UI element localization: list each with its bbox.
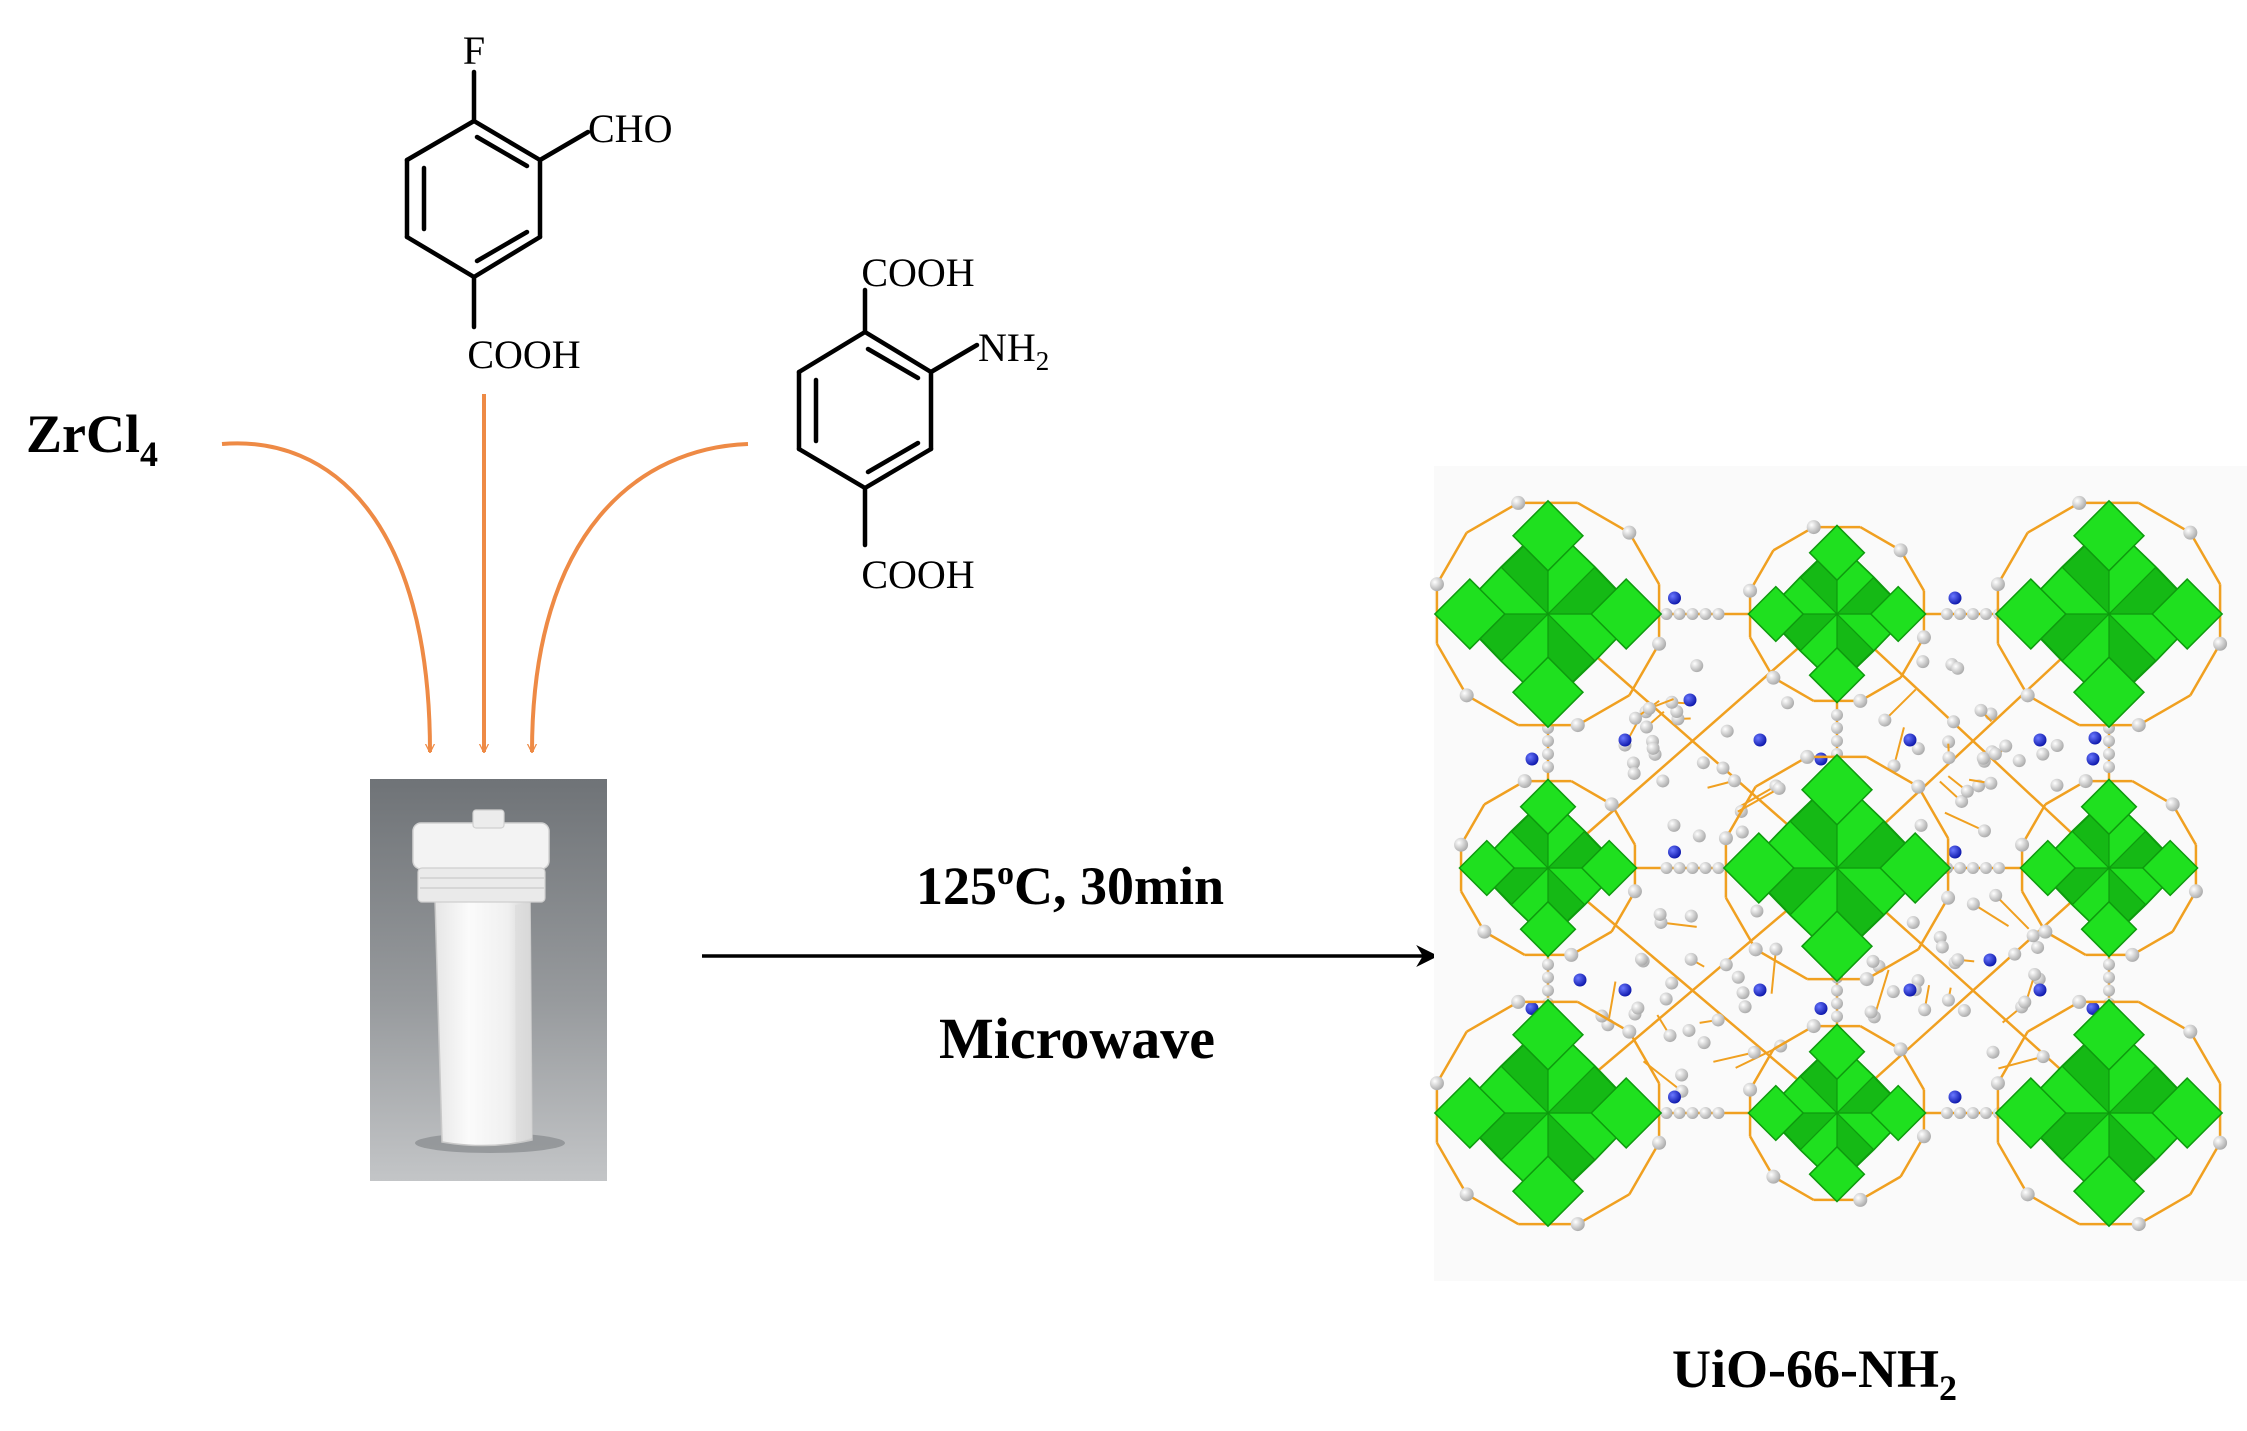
linker-atoms [1525,591,2115,1119]
microwave-label: Microwave [939,1006,1215,1071]
fluorine-label: F [463,28,485,73]
carboxyl-label-bottom: COOH [861,552,974,597]
amino-acid-arrow [532,442,749,752]
zr-cluster [2015,774,2203,962]
carboxyl-label-1: COOH [467,332,580,377]
zr-cluster [1743,520,1931,708]
zr-cluster [1990,994,2228,1232]
zr-cluster [1990,495,2228,733]
aminoterephthalic-acid-structure: COOH NH2 COOH [796,250,1049,597]
benzene-ring [404,69,591,330]
benzene-ring-2 [796,287,980,548]
zr-cluster [1454,774,1642,962]
zr-cluster [1718,749,1956,987]
reagent-arrows [221,394,749,752]
reaction-conditions-label: 125oC, 30min [916,855,1224,916]
zr-cluster [1429,495,1667,733]
fluoro-formyl-benzoic-acid-structure: F CHO COOH [404,28,672,377]
zrcl4-arrow [221,441,430,752]
uio-66-nh2-crystal-structure [1429,466,2247,1281]
zr-cluster [1429,994,1667,1232]
zrcl4-label: ZrCl4 [26,404,158,474]
product-label: UiO-66-NH2 [1672,1339,1957,1408]
amino-label: NH2 [978,325,1049,376]
zr-cluster [1743,1019,1931,1207]
carboxyl-label-top: COOH [861,250,974,295]
microwave-vessel-photo [370,779,607,1181]
aldehyde-label: CHO [588,106,672,151]
